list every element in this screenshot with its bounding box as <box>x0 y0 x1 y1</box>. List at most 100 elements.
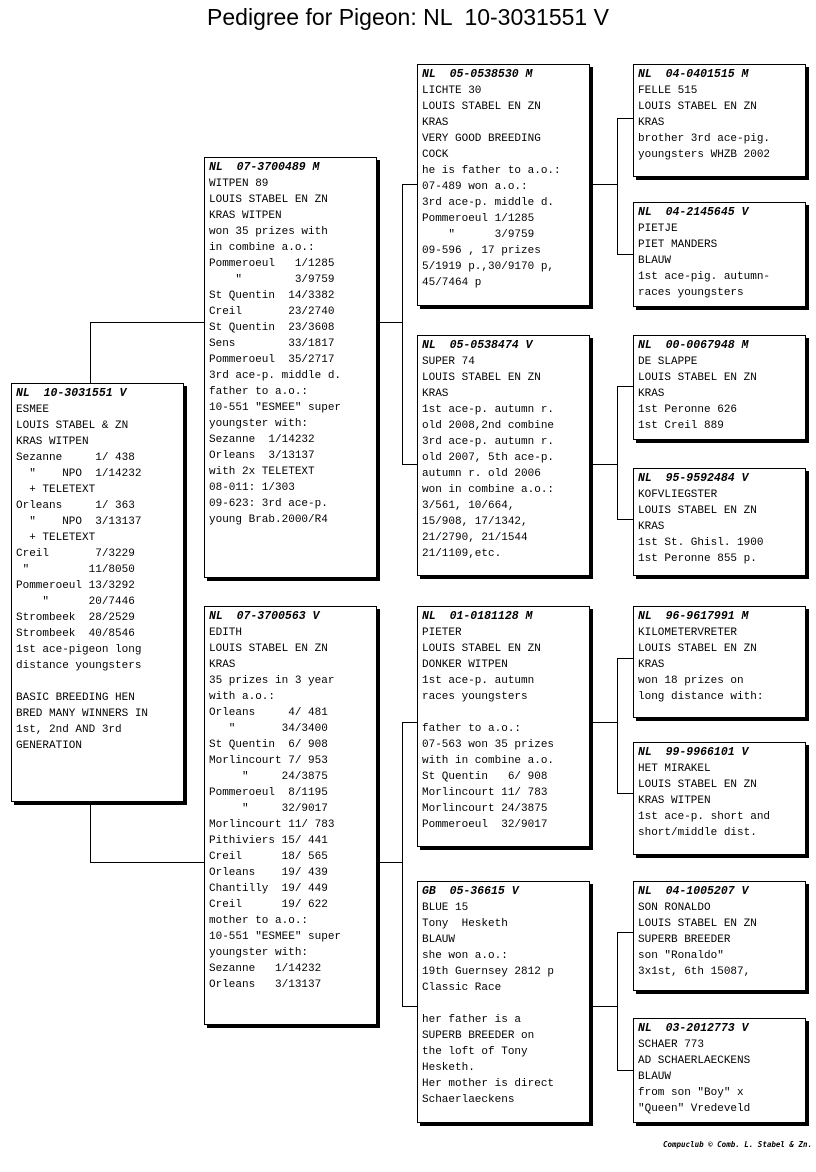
pigeon-info-line: SUPERB BREEDER <box>638 934 731 946</box>
ring-number: NL 04-1005207 V <box>638 885 749 898</box>
pigeon-info-line: LOUIS STABEL EN ZN <box>209 643 328 655</box>
pigeon-info-line: Orleans 1/ 363 <box>16 500 135 512</box>
pigeon-info-line: 45/7464 p <box>422 277 482 289</box>
pigeon-info-line: " 3/9759 <box>209 274 335 286</box>
connector <box>617 658 618 793</box>
pigeon-info-line: 09-623: 3rd ace-p. <box>209 498 328 510</box>
pigeon-info-line: Strombeek 40/8546 <box>16 628 135 640</box>
pigeon-info-line: " 11/8050 <box>16 564 135 576</box>
pigeon-info-line: BLAUW <box>638 255 672 267</box>
ring-number: NL 07-3700563 V <box>209 610 320 623</box>
pigeon-info-line: St Quentin 6/ 908 <box>209 739 328 751</box>
pigeon-info-line: PIET MANDERS <box>638 239 718 251</box>
pigeon-info-line: 21/1109,etc. <box>422 548 502 560</box>
pigeon-info-line: races youngsters <box>638 287 744 299</box>
pigeon-info-line: KRAS <box>638 521 665 533</box>
ring-number: NL 96-9617991 M <box>638 610 749 623</box>
ring-number: NL 04-0401515 M <box>638 68 749 81</box>
pigeon-info-line: "Queen" Vredeveld <box>638 1103 751 1115</box>
pigeon-info-line: LOUIS STABEL EN ZN <box>638 372 757 384</box>
pigeon-info-line: 1st ace-p. autumn <box>422 675 535 687</box>
ring-number: NL 05-0538530 M <box>422 68 533 81</box>
pigeon-info-line: + TELETEXT <box>16 484 96 496</box>
connector <box>90 322 91 384</box>
pigeon-info-line: with 2x TELETEXT <box>209 466 315 478</box>
connector <box>377 862 402 863</box>
pigeon-info-line: " 34/3400 <box>209 723 328 735</box>
connector <box>90 862 204 863</box>
pigeon-info-line: Orleans 3/13137 <box>209 979 322 991</box>
pigeon-info-line: 1st ace-pig. autumn- <box>638 271 771 283</box>
pigeon-info-line: 3rd ace-p. middle d. <box>422 197 555 209</box>
pigeon-info-line: brother 3rd ace-pig. <box>638 133 771 145</box>
connector <box>617 254 633 255</box>
ring-number: NL 99-9966101 V <box>638 746 749 759</box>
pigeon-info-line: mother to a.o.: <box>209 915 309 927</box>
pigeon-info-line: youngster with: <box>209 418 309 430</box>
pigeon-info-line: Orleans 4/ 481 <box>209 707 328 719</box>
pigeon-info-line: KRAS <box>209 659 236 671</box>
pigeon-info-line: 1st, 2nd AND 3rd <box>16 724 122 736</box>
connector <box>590 1006 617 1007</box>
pigeon-info-line: 1st Peronne 855 p. <box>638 553 757 565</box>
pigeon-info-line: " 3/9759 <box>422 229 535 241</box>
pigeon-info-line: 3/561, 10/664, <box>422 500 515 512</box>
pigeon-info-line: " 24/3875 <box>209 771 328 783</box>
ring-number: NL 10-3031551 V <box>16 387 127 400</box>
pigeon-info-line: Morlincourt 24/3875 <box>422 803 548 815</box>
pigeon-info-line: 1st St. Ghisl. 1900 <box>638 537 764 549</box>
pigeon-info-line <box>16 674 179 690</box>
pigeon-info-line: " 20/7446 <box>16 596 135 608</box>
pigeon-info-line: long distance with: <box>638 691 764 703</box>
connector <box>90 322 204 323</box>
pigeon-info-line: Creil 7/3229 <box>16 548 135 560</box>
pigeon-info-line: BRED MANY WINNERS IN <box>16 708 149 720</box>
pigeon-info-line: BASIC BREEDING HEN <box>16 692 135 704</box>
pigeon-name: SON RONALDO <box>638 902 711 914</box>
pigeon-info-line: Pithiviers 15/ 441 <box>209 835 328 847</box>
pigeon-info-line: LOUIS STABEL & ZN <box>16 420 129 432</box>
connector <box>617 386 633 387</box>
ring-number: NL 95-9592484 V <box>638 472 749 485</box>
pigeon-info-line: St Quentin 6/ 908 <box>422 771 548 783</box>
pigeon-info-line: the loft of Tony <box>422 1046 528 1058</box>
pigeon-info-line: VERY GOOD BREEDING <box>422 133 541 145</box>
pigeon-info-line: 07-489 won a.o.: <box>422 181 528 193</box>
pigeon-info-line: with a.o.: <box>209 691 276 703</box>
page-title: Pedigree for Pigeon: NL 10-3031551 V <box>207 4 609 30</box>
pigeon-name: FELLE 515 <box>638 85 698 97</box>
pigeon-info-line: 5/1919 p.,30/9170 p, <box>422 261 555 273</box>
pigeon-name: HET MIRAKEL <box>638 763 711 775</box>
pigeon-info-line: Her mother is direct <box>422 1078 555 1090</box>
connector <box>617 658 633 659</box>
pigeon-info-line: DONKER WITPEN <box>422 659 508 671</box>
ring-number: GB 05-36615 V <box>422 885 519 898</box>
connector <box>402 184 417 185</box>
pigeon-info-line: father to a.o.: <box>422 723 522 735</box>
pigeon-info-line: Creil 18/ 565 <box>209 851 328 863</box>
pigeon-info-line: he is father to a.o.: <box>422 165 561 177</box>
pigeon-info-line: 19th Guernsey 2812 p <box>422 966 555 978</box>
pigeon-info-line: " NPO 1/14232 <box>16 468 142 480</box>
pigeon-info-line: LOUIS STABEL EN ZN <box>638 779 757 791</box>
pigeon-info-line: young Brab.2000/R4 <box>209 514 328 526</box>
pigeon-info-line: 1st Peronne 626 <box>638 404 738 416</box>
pigeon-info-line: 1st ace-p. autumn r. <box>422 404 555 416</box>
pigeon-info-line: Orleans 19/ 439 <box>209 867 328 879</box>
pigeon-info-line: won 35 prizes with <box>209 226 328 238</box>
pigeon-info-line: St Quentin 23/3608 <box>209 322 335 334</box>
pigeon-info-line: father to a.o.: <box>209 386 309 398</box>
connector <box>590 722 617 723</box>
connector <box>402 722 417 723</box>
pigeon-info-line: 09-596 , 17 prizes <box>422 245 541 257</box>
pigeon-info-line: GENERATION <box>16 740 83 752</box>
ring-number: NL 03-2012773 V <box>638 1022 749 1035</box>
pigeon-info-line: St Quentin 14/3382 <box>209 290 335 302</box>
pigeon-info-line: SUPERB BREEDER on <box>422 1030 535 1042</box>
pigeon-card-ds-dam: NL 99-9966101 V HET MIRAKEL LOUIS STABEL E… <box>633 742 806 855</box>
pigeon-info-line: + TELETEXT <box>16 532 96 544</box>
